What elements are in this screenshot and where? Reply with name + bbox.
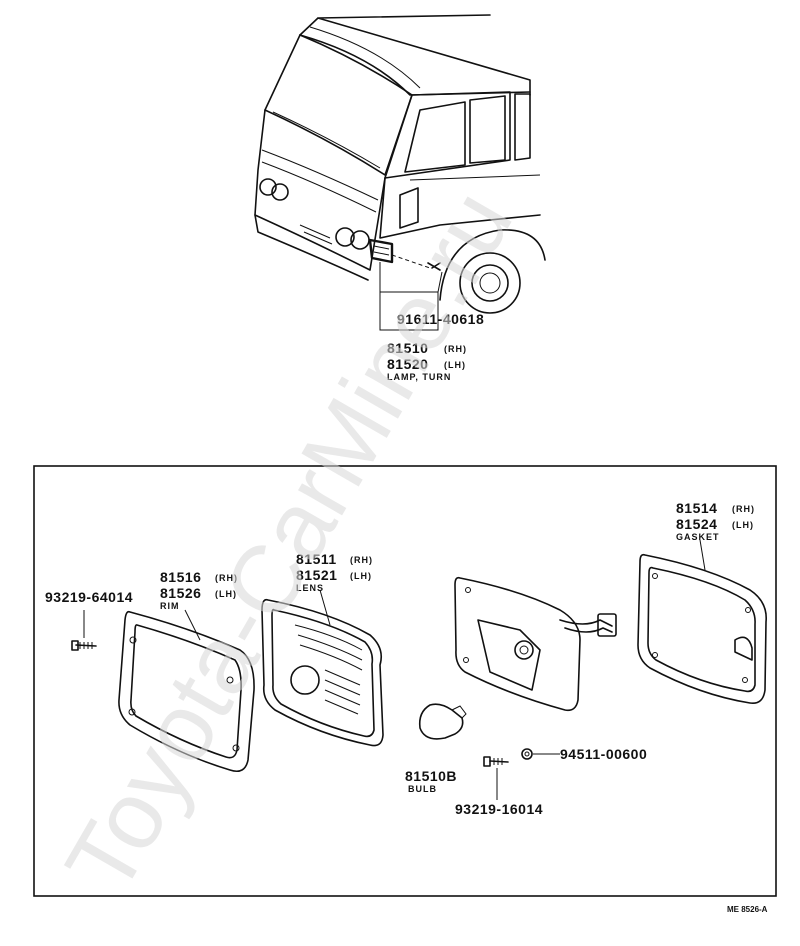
- watermark-text: Toyota-CarMine.ru: [46, 173, 533, 910]
- rim-screw: [71, 610, 97, 651]
- lens-part: [261, 589, 384, 747]
- lamp-lh-side: (LH): [444, 360, 466, 370]
- rim-screw-part-number: 93219-64014: [45, 589, 133, 605]
- rim-rh-side: (RH): [215, 573, 238, 583]
- gasket-lh-side: (LH): [732, 520, 754, 530]
- lens-lh-side: (LH): [350, 571, 372, 581]
- housing-nut: [521, 748, 560, 760]
- gasket-part: [637, 539, 767, 705]
- gasket-lh-part-number: 81524: [676, 516, 717, 532]
- rim-name: RIM: [160, 601, 180, 611]
- lamp-rh-side: (RH): [444, 344, 467, 354]
- drawing-code: ME 8526-A: [727, 905, 768, 914]
- gasket-rh-side: (RH): [732, 504, 755, 514]
- bulb-name: BULB: [408, 784, 437, 794]
- lamp-lh-part-number: 81520: [387, 356, 428, 372]
- lens-rh-part-number: 81511: [296, 551, 337, 567]
- gasket-rh-part-number: 81514: [676, 500, 717, 516]
- bulb-part-number: 81510B: [405, 768, 457, 784]
- rim-lh-side: (LH): [215, 589, 237, 599]
- lens-name: LENS: [296, 583, 324, 593]
- exploded-view-frame: [33, 465, 777, 897]
- rim-part: [118, 609, 255, 773]
- bulb-part: [418, 703, 467, 740]
- lamp-rh-part-number: 81510: [387, 340, 428, 356]
- nut-part-number: 94511-00600: [560, 746, 647, 762]
- vehicle-callouts: 91611-40618 81510 (RH) 81520 (LH) LAMP, …: [387, 311, 484, 382]
- vehicle-illustration: [254, 14, 546, 331]
- rim-lh-part-number: 81526: [160, 585, 201, 601]
- lens-rh-side: (RH): [350, 555, 373, 565]
- lamp-name: LAMP, TURN: [387, 372, 451, 382]
- rim-rh-part-number: 81516: [160, 569, 201, 585]
- housing-screw-part-number: 93219-16014: [455, 801, 543, 817]
- lens-lh-part-number: 81521: [296, 567, 337, 583]
- gasket-name: GASKET: [676, 532, 720, 542]
- housing-part: [454, 576, 617, 712]
- screw-part-number: 91611-40618: [397, 311, 484, 327]
- housing-screw: [483, 756, 509, 800]
